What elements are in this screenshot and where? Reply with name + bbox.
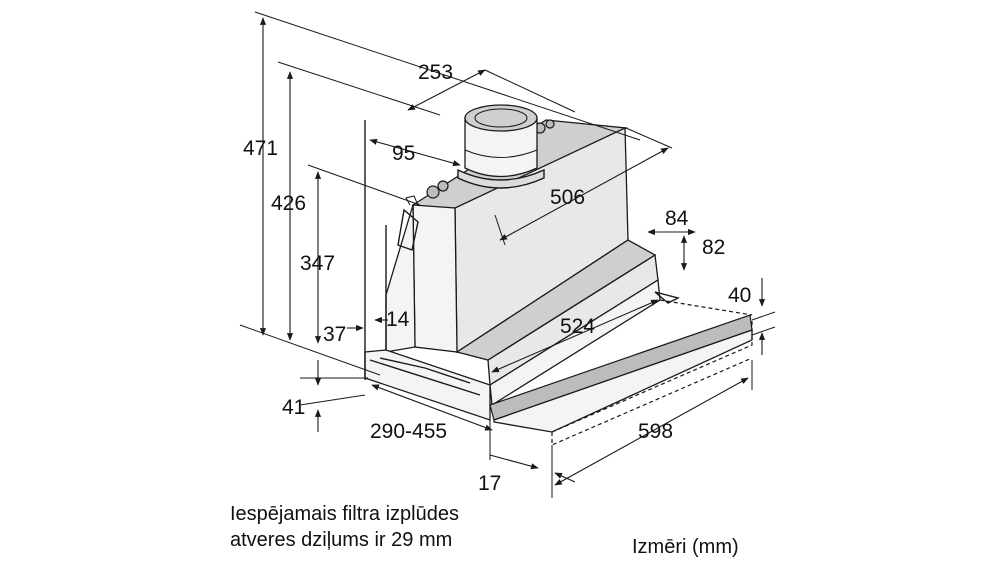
exhaust-spigot <box>457 104 545 189</box>
dim-347: 347 <box>300 252 335 275</box>
dimension-lines <box>239 11 776 498</box>
dimension-labels: 253 95 506 84 82 40 471 426 347 37 14 52… <box>243 61 751 495</box>
hood-drawing <box>364 104 753 446</box>
caption-line-1: Iespējamais filtra izplūdes <box>230 503 459 525</box>
bracket-clip <box>405 195 419 206</box>
dim-82: 82 <box>702 236 725 259</box>
bottom-frame <box>364 349 491 421</box>
dim-506: 506 <box>550 186 585 209</box>
frame-detail <box>379 357 471 384</box>
dim-471: 471 <box>243 137 278 160</box>
units-label: Izmēri (mm) <box>632 536 739 558</box>
housing-side <box>412 204 458 353</box>
dim-426: 426 <box>271 192 306 215</box>
dim-598: 598 <box>638 420 673 443</box>
dim-41: 41 <box>282 396 305 419</box>
dim-290-455: 290-455 <box>370 420 447 443</box>
captions: Iespējamais filtra izplūdes atveres dziļ… <box>230 503 739 558</box>
front-bracket <box>654 291 680 304</box>
dim-95: 95 <box>392 142 415 165</box>
dim-253: 253 <box>418 61 453 84</box>
side-bracket <box>397 208 419 251</box>
dim-17: 17 <box>478 472 501 495</box>
dim-40: 40 <box>728 284 751 307</box>
dim-37: 37 <box>323 323 346 346</box>
dim-84: 84 <box>665 207 689 230</box>
dim-14: 14 <box>386 308 410 331</box>
dim-524: 524 <box>560 315 595 338</box>
caption-line-2: atveres dziļums ir 29 mm <box>230 529 452 551</box>
